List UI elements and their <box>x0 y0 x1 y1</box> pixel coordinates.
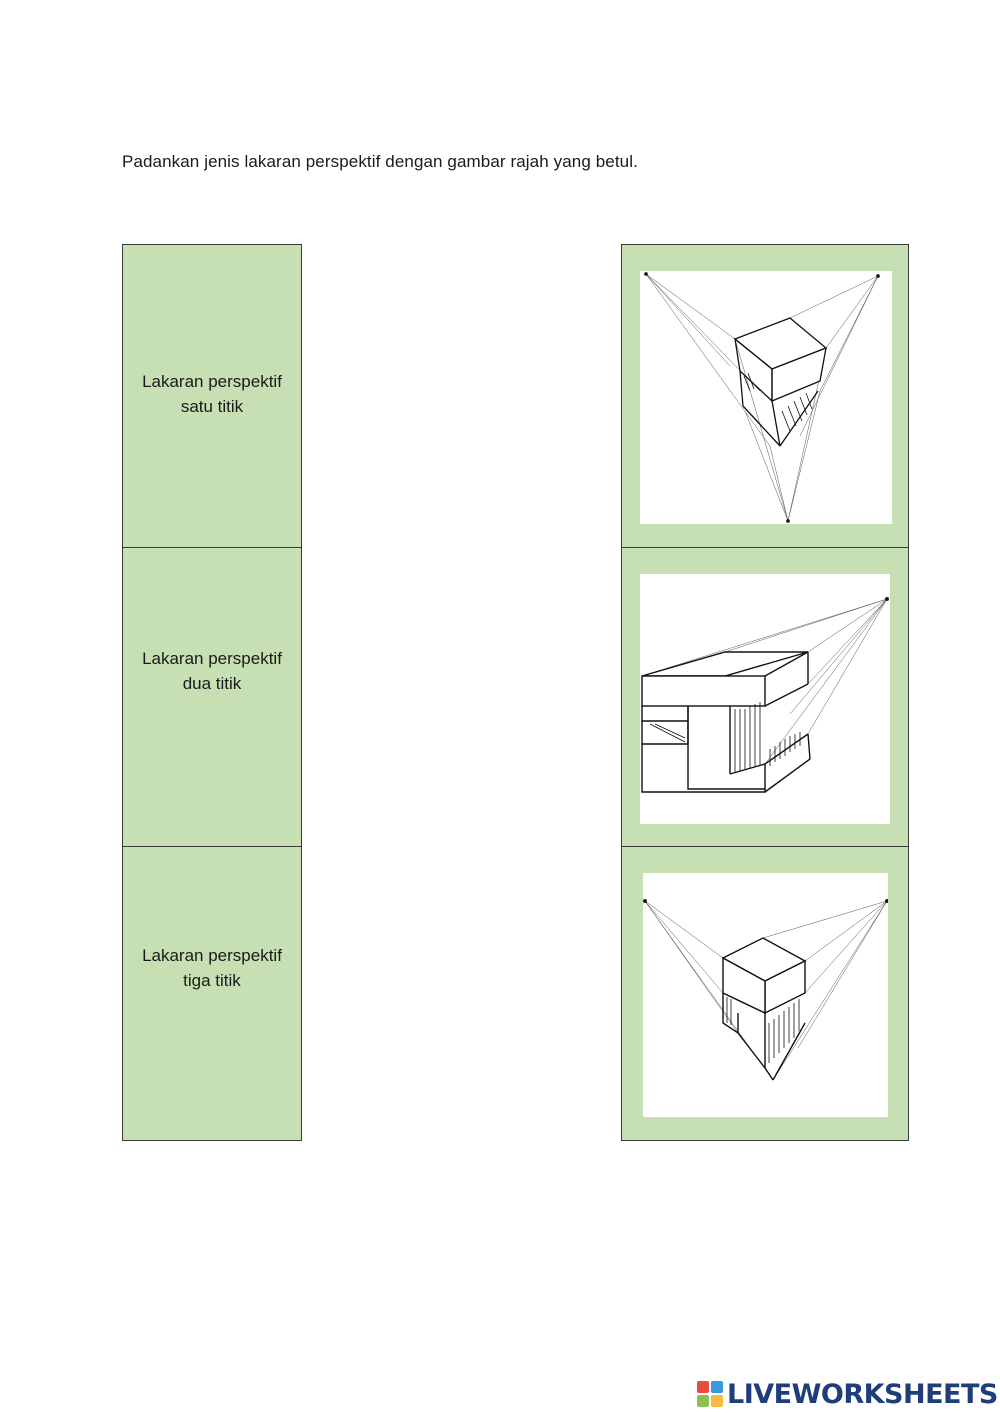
instruction-text: Padankan jenis lakaran perspektif dengan… <box>122 152 638 171</box>
label-line: satu titik <box>180 397 244 416</box>
label-cell-one-point[interactable]: Lakaran perspektif satu titik <box>123 245 301 548</box>
label-cell-three-point[interactable]: Lakaran perspektif tiga titik <box>123 847 301 1141</box>
label-line: tiga titik <box>183 971 241 990</box>
image-cell-1[interactable] <box>622 245 908 548</box>
one-point-perspective-sketch-icon <box>640 574 890 824</box>
liveworksheets-logo-icon <box>697 1381 723 1407</box>
image-column <box>621 244 909 1141</box>
liveworksheets-brand: LIVEWORKSHEETS <box>697 1378 998 1410</box>
label-line: Lakaran perspektif <box>142 372 282 391</box>
brand-text: LIVEWORKSHEETS <box>727 1378 998 1410</box>
label-line: dua titik <box>182 674 242 693</box>
label-cell-two-point[interactable]: Lakaran perspektif dua titik <box>123 548 301 847</box>
image-cell-3[interactable] <box>622 847 908 1141</box>
image-cell-2[interactable] <box>622 548 908 847</box>
three-point-perspective-sketch-icon <box>640 271 892 524</box>
label-column: Lakaran perspektif satu titik Lakaran pe… <box>122 244 302 1141</box>
label-line: Lakaran perspektif <box>142 946 282 965</box>
two-point-perspective-sketch-icon <box>643 873 888 1117</box>
label-line: Lakaran perspektif <box>142 649 282 668</box>
